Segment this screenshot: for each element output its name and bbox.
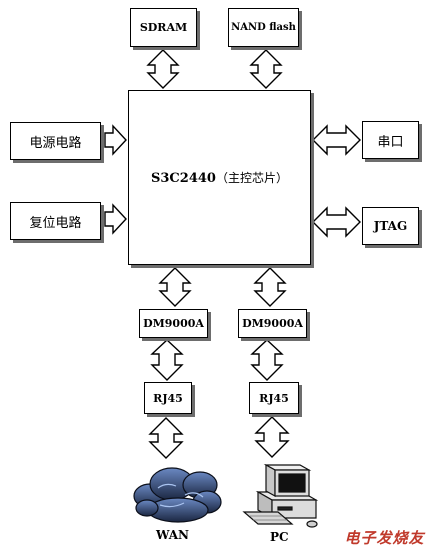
rj45-right-label: RJ45 [259, 391, 289, 405]
sdram-box: SDRAM [130, 8, 197, 47]
watermark-logo: 电子发烧友 [344, 528, 425, 547]
arrow-rj45-pc [254, 416, 290, 458]
main-chip-label: S3C2440（主控芯片） [151, 169, 288, 186]
jtag-box: JTAG [362, 207, 419, 245]
wan-label: WAN [156, 528, 189, 542]
reset-circuit-box: 复位电路 [10, 202, 101, 240]
cloud-icon [133, 467, 222, 523]
serial-port-label: 串口 [377, 134, 404, 150]
power-circuit-label: 电源电路 [29, 135, 82, 151]
pc-label: PC [270, 530, 289, 544]
reset-circuit-label: 复位电路 [29, 215, 82, 231]
rj45-right-box: RJ45 [249, 382, 299, 414]
nand-flash-label: NAND flash [231, 22, 296, 33]
dm9000a-right-box: DM9000A [238, 309, 307, 338]
arrow-reset-cpu [104, 203, 127, 235]
dm9000a-right-label: DM9000A [242, 317, 303, 330]
arrow-cpu-dm9000-left [158, 267, 192, 307]
chip-name: S3C2440 [151, 171, 216, 186]
arrow-dm9000-rj45-left [150, 339, 184, 381]
arrow-dm9000-rj45-right [250, 339, 284, 381]
main-chip-box: S3C2440（主控芯片） [128, 90, 311, 265]
dm9000a-left-label: DM9000A [143, 317, 204, 330]
arrow-nand-cpu [249, 49, 283, 89]
jtag-label: JTAG [373, 219, 408, 233]
arrow-rj45-wan [148, 417, 184, 459]
dm9000a-left-box: DM9000A [139, 309, 208, 338]
arrow-cpu-dm9000-right [253, 267, 287, 307]
arrow-power-cpu [104, 124, 127, 156]
chip-suffix: （主控芯片） [215, 171, 288, 185]
serial-port-box: 串口 [362, 121, 419, 159]
nand-flash-box: NAND flash [228, 8, 299, 47]
arrow-cpu-jtag [312, 206, 361, 238]
arrow-cpu-serial [312, 124, 361, 156]
arrow-sdram-cpu [146, 49, 180, 89]
sdram-label: SDRAM [139, 21, 188, 34]
rj45-left-box: RJ45 [144, 382, 192, 414]
power-circuit-box: 电源电路 [10, 122, 101, 160]
computer-icon [242, 463, 319, 528]
rj45-left-label: RJ45 [153, 391, 183, 405]
